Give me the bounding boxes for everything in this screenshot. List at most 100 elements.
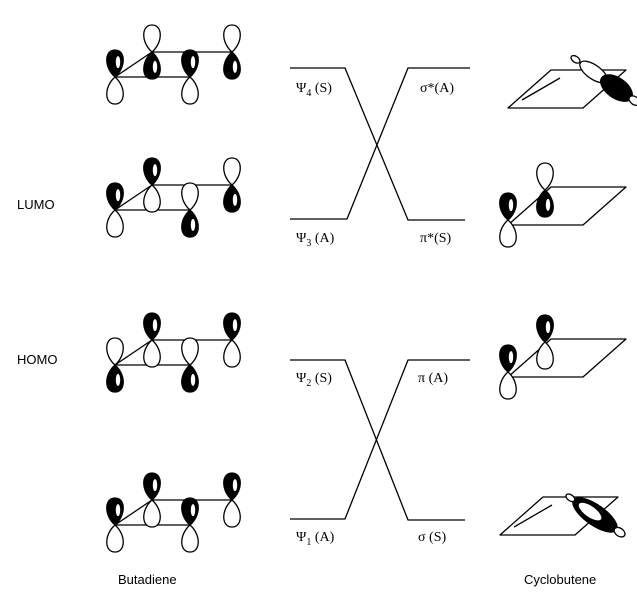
- butadiene-psi3-p-orbital-4-lower-lobe: [223, 184, 241, 213]
- butadiene-psi1-p-orbital-3-lobe-highlight: [190, 504, 196, 517]
- butadiene-psi2-p-orbital-4-upper-lobe: [223, 312, 241, 341]
- lumo-label: LUMO: [17, 197, 55, 212]
- correlation-psi3-to-sigma-star: [290, 67, 470, 220]
- cyclobutene-pi-p-1: [499, 344, 517, 400]
- cyclobutene-sigma-star-ring: [507, 69, 627, 109]
- butadiene-psi3-p-orbital-1-upper-lobe: [106, 182, 124, 211]
- cyclobutene-pi-p-2-lobe-highlight: [545, 321, 551, 334]
- butadiene-psi2-p-orbital-2-lower-lobe: [143, 339, 161, 368]
- sigma-label: σ (S): [418, 530, 447, 545]
- cyclobutene-sigma-star-double-bond: [521, 77, 561, 101]
- cyclobutene-pi-star-p-2-lobe-highlight: [545, 198, 551, 211]
- butadiene-psi3-p-orbital-4-lobe-highlight: [232, 193, 238, 206]
- butadiene-psi1-p-orbital-1-lobe-highlight: [115, 504, 121, 517]
- psi3-label: Ψ3 (A): [296, 231, 335, 249]
- cyclobutene-pi-star-p-1-lobe-highlight: [508, 199, 514, 212]
- butadiene-psi2-p-orbital-1-lower-lobe: [106, 364, 124, 393]
- sigma-node-tip-a: [613, 526, 626, 538]
- butadiene-psi4-p-orbital-1: [106, 49, 124, 105]
- butadiene-psi1-p-orbital-4-upper-lobe: [223, 472, 241, 501]
- butadiene-label: Butadiene: [118, 572, 177, 587]
- butadiene-psi3-p-orbital-3: [181, 182, 199, 238]
- cyclobutene-pi-p-2-upper-lobe: [536, 314, 554, 343]
- butadiene-psi1-p-orbital-2-lower-lobe: [143, 499, 161, 528]
- sigma-lobe-highlight: [577, 501, 603, 522]
- cyclobutene-pi-star-p-1: [499, 192, 517, 248]
- butadiene-psi4-p-orbital-2-lower-lobe: [143, 51, 161, 80]
- butadiene-psi4-p-orbital-4: [223, 24, 241, 80]
- butadiene-psi4-p-orbital-3-lower-lobe: [181, 76, 199, 105]
- butadiene-psi2-p-orbital-4-lower-lobe: [223, 339, 241, 368]
- cyclobutene-pi-star-p-2-upper-lobe: [536, 162, 554, 191]
- butadiene-psi4-p-orbital-4-lower-lobe: [223, 51, 241, 80]
- cyclobutene-pi-star-p-2-lower-lobe: [536, 189, 554, 218]
- butadiene-psi2-p-orbital-3-upper-lobe: [181, 337, 199, 366]
- cyclobutene-pi-star-p-1-lower-lobe: [499, 219, 517, 248]
- homo-label: HOMO: [17, 352, 58, 367]
- cyclobutene-pi-star-p-2: [536, 162, 554, 218]
- pi-star-label: π*(S): [420, 231, 452, 246]
- psi2-label: Ψ2 (S): [296, 371, 332, 389]
- butadiene-psi1-p-orbital-2-lobe-highlight: [152, 479, 158, 492]
- butadiene-psi2-bond-c1c2: [114, 339, 153, 366]
- cyclobutene-pi-ring: [507, 338, 627, 378]
- butadiene-psi1-p-orbital-2-upper-lobe: [143, 472, 161, 501]
- cyclobutene-pi-p-1-lobe-highlight: [508, 351, 514, 364]
- butadiene-psi2-p-orbital-3-lower-lobe: [181, 364, 199, 393]
- sigma-star-node-tip-b: [570, 54, 581, 64]
- cyclobutene-pi-p-2-lower-lobe: [536, 341, 554, 370]
- sigma-node-tip-b: [565, 493, 576, 503]
- butadiene-psi2-p-orbital-1-lobe-highlight: [115, 373, 121, 386]
- cyclobutene-pi-p-2: [536, 314, 554, 370]
- cyclobutene-pi-p-1-upper-lobe: [499, 344, 517, 373]
- butadiene-psi4-p-orbital-4-lobe-highlight: [232, 60, 238, 73]
- butadiene-psi1-p-orbital-1-lower-lobe: [106, 524, 124, 553]
- cyclobutene-pi-p-1-lower-lobe: [499, 371, 517, 400]
- butadiene-psi3-p-orbital-3-lower-lobe: [181, 209, 199, 238]
- butadiene-psi4-p-orbital-3: [181, 49, 199, 105]
- correlation-psi4-to-pi-star: [290, 67, 465, 221]
- butadiene-psi4-p-orbital-2-lobe-highlight: [152, 60, 158, 73]
- butadiene-psi1-p-orbital-4: [223, 472, 241, 528]
- butadiene-psi2-p-orbital-1-upper-lobe: [106, 337, 124, 366]
- butadiene-psi3-p-orbital-4: [223, 157, 241, 213]
- cyclobutene-label: Cyclobutene: [524, 572, 597, 587]
- butadiene-psi4-p-orbital-2-upper-lobe: [143, 24, 161, 53]
- cyclobutene-pi-star-p-1-upper-lobe: [499, 192, 517, 221]
- butadiene-psi3-p-orbital-3-lobe-highlight: [190, 218, 196, 231]
- butadiene-psi3-p-orbital-4-upper-lobe: [223, 157, 241, 186]
- butadiene-psi1-bond-c1c2: [114, 499, 153, 526]
- pi-label: π (A): [418, 371, 449, 386]
- butadiene-psi3-p-orbital-2-lower-lobe: [143, 184, 161, 213]
- butadiene-psi4-p-orbital-3-upper-lobe: [181, 49, 199, 78]
- cyclobutene-sigma-ring: [499, 496, 619, 536]
- butadiene-psi1-p-orbital-1: [106, 497, 124, 553]
- cyclobutene-pi-star-ring: [507, 186, 627, 226]
- butadiene-psi2-p-orbital-2: [143, 312, 161, 368]
- butadiene-psi1-p-orbital-3: [181, 497, 199, 553]
- butadiene-psi1-p-orbital-1-upper-lobe: [106, 497, 124, 526]
- butadiene-psi2-p-orbital-3: [181, 337, 199, 393]
- butadiene-psi4-p-orbital-1-lobe-highlight: [115, 56, 121, 69]
- butadiene-psi2-p-orbital-3-lobe-highlight: [190, 373, 196, 386]
- butadiene-psi4-p-orbital-2: [143, 24, 161, 80]
- butadiene-psi4-p-orbital-3-lobe-highlight: [190, 56, 196, 69]
- cyclobutene-sigma-star-orbital: [570, 54, 637, 107]
- butadiene-psi4-p-orbital-1-lower-lobe: [106, 76, 124, 105]
- butadiene-psi1-p-orbital-3-upper-lobe: [181, 497, 199, 526]
- psi4-label: Ψ4 (S): [296, 81, 332, 99]
- butadiene-psi1-p-orbital-4-lobe-highlight: [232, 479, 238, 492]
- cyclobutene-sigma-double-bond: [513, 504, 553, 528]
- butadiene-psi4-p-orbital-4-upper-lobe: [223, 24, 241, 53]
- butadiene-psi3-bond-c1c2: [114, 184, 153, 211]
- butadiene-psi3-p-orbital-2-lobe-highlight: [152, 164, 158, 177]
- butadiene-psi2-p-orbital-2-lobe-highlight: [152, 319, 158, 332]
- butadiene-psi2-p-orbital-4: [223, 312, 241, 368]
- butadiene-psi3-p-orbital-1: [106, 182, 124, 238]
- butadiene-psi2-p-orbital-4-lobe-highlight: [232, 319, 238, 332]
- sigma-star-label: σ*(A): [420, 81, 454, 96]
- butadiene-psi3-p-orbital-3-upper-lobe: [181, 182, 199, 211]
- butadiene-psi3-p-orbital-1-lower-lobe: [106, 209, 124, 238]
